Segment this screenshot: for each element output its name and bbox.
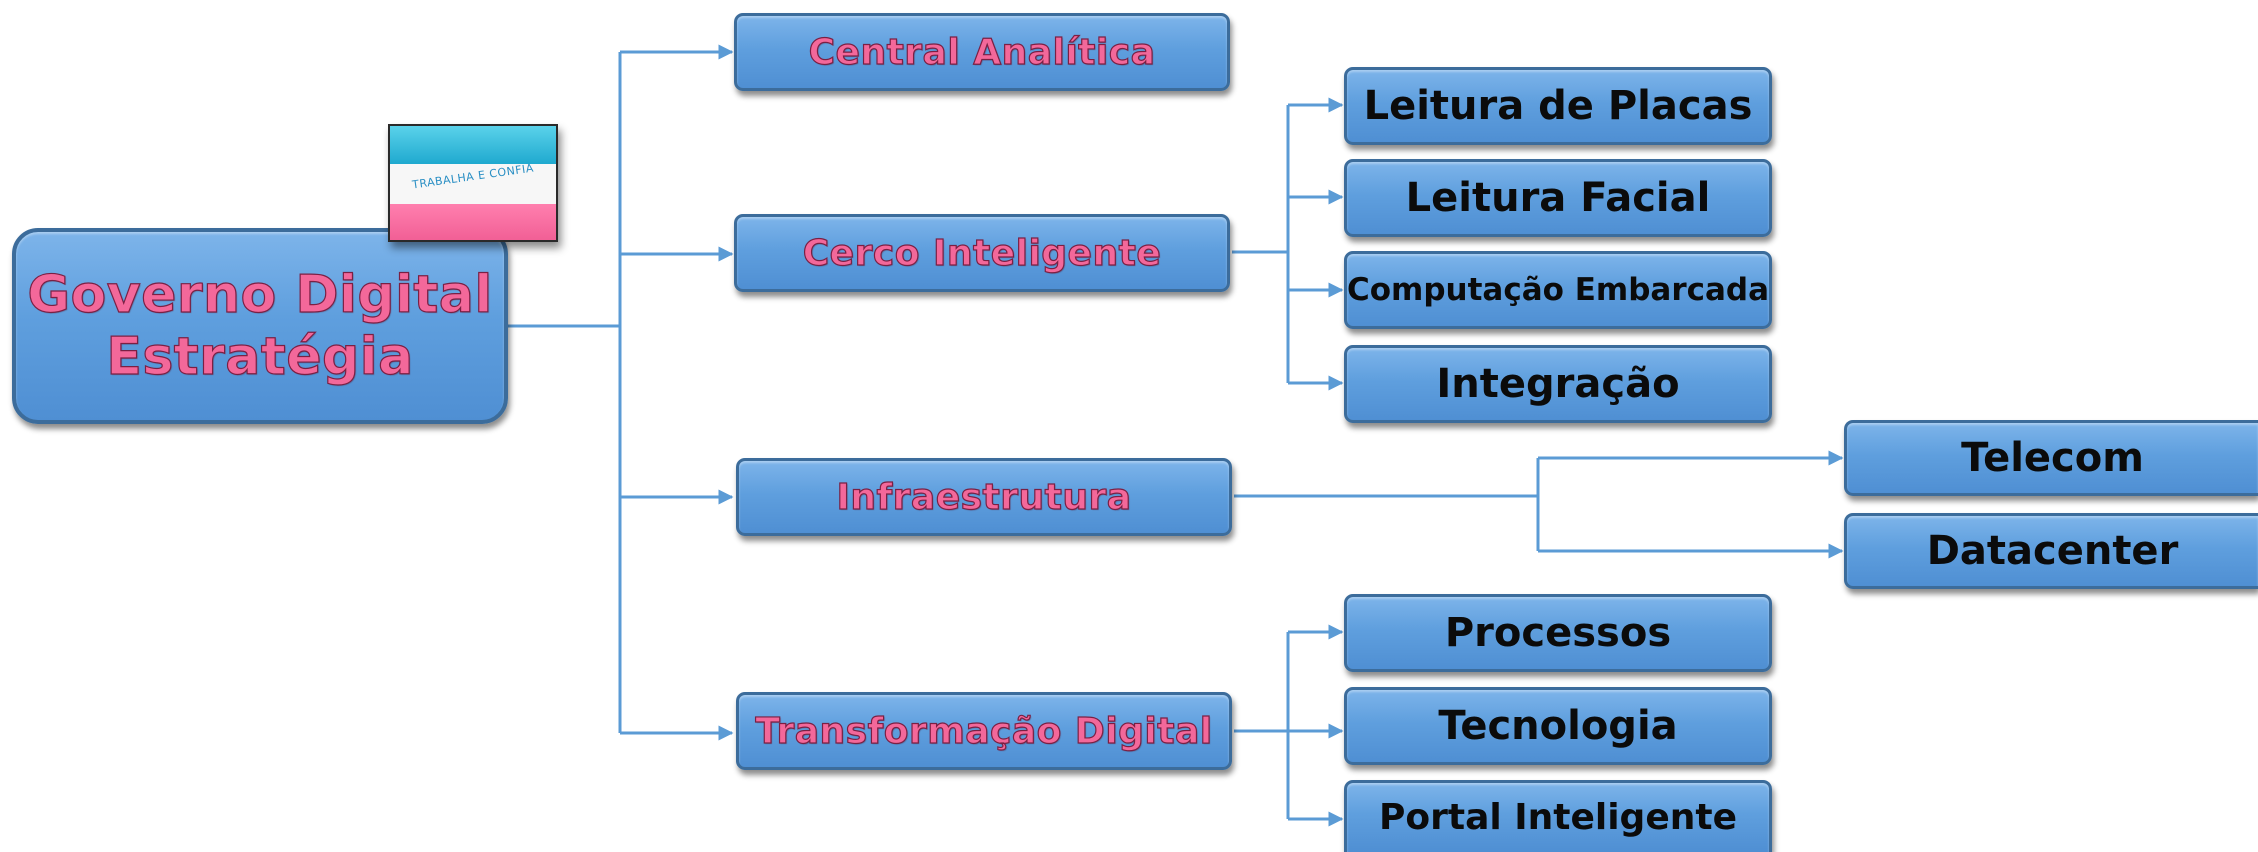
label-infraestrutura: Infraestrutura	[836, 476, 1132, 518]
label-integracao: Integração	[1436, 361, 1680, 407]
root-line-2: Estratégia	[106, 326, 414, 387]
node-central-analitica: Central Analítica	[734, 13, 1230, 91]
label-telecom: Telecom	[1961, 435, 2144, 481]
state-flag-icon: TRABALHA E CONFIA	[388, 124, 558, 242]
label-portal-inteligente: Portal Inteligente	[1378, 797, 1737, 838]
node-leitura-facial: Leitura Facial	[1344, 159, 1772, 237]
node-cerco-inteligente: Cerco Inteligente	[734, 214, 1230, 292]
label-central-analitica: Central Analítica	[808, 31, 1156, 73]
node-telecom: Telecom	[1844, 420, 2258, 496]
root-line-1: Governo Digital	[27, 264, 493, 325]
label-datacenter: Datacenter	[1926, 528, 2179, 574]
node-tecnologia: Tecnologia	[1344, 687, 1772, 765]
flag-pink-band	[390, 204, 556, 240]
node-portal-inteligente: Portal Inteligente	[1344, 780, 1772, 852]
label-cerco-inteligente: Cerco Inteligente	[802, 232, 1162, 274]
label-tecnologia: Tecnologia	[1438, 703, 1678, 749]
label-transformacao-digital: Transformação Digital	[755, 710, 1213, 752]
node-computacao-embarcada: Computação Embarcada	[1344, 251, 1772, 329]
node-infraestrutura: Infraestrutura	[736, 458, 1232, 536]
root-node-governo-digital: Governo Digital Estratégia	[12, 228, 508, 424]
node-transformacao-digital: Transformação Digital	[736, 692, 1232, 770]
node-datacenter: Datacenter	[1844, 513, 2258, 589]
flag-blue-band	[390, 126, 556, 164]
flag-white-band	[390, 164, 556, 204]
node-integracao: Integração	[1344, 345, 1772, 423]
label-leitura-de-placas: Leitura de Placas	[1363, 83, 1753, 129]
node-processos: Processos	[1344, 594, 1772, 672]
label-leitura-facial: Leitura Facial	[1405, 175, 1711, 221]
node-leitura-de-placas: Leitura de Placas	[1344, 67, 1772, 145]
label-processos: Processos	[1444, 610, 1672, 656]
label-computacao-embarcada: Computação Embarcada	[1347, 272, 1770, 308]
